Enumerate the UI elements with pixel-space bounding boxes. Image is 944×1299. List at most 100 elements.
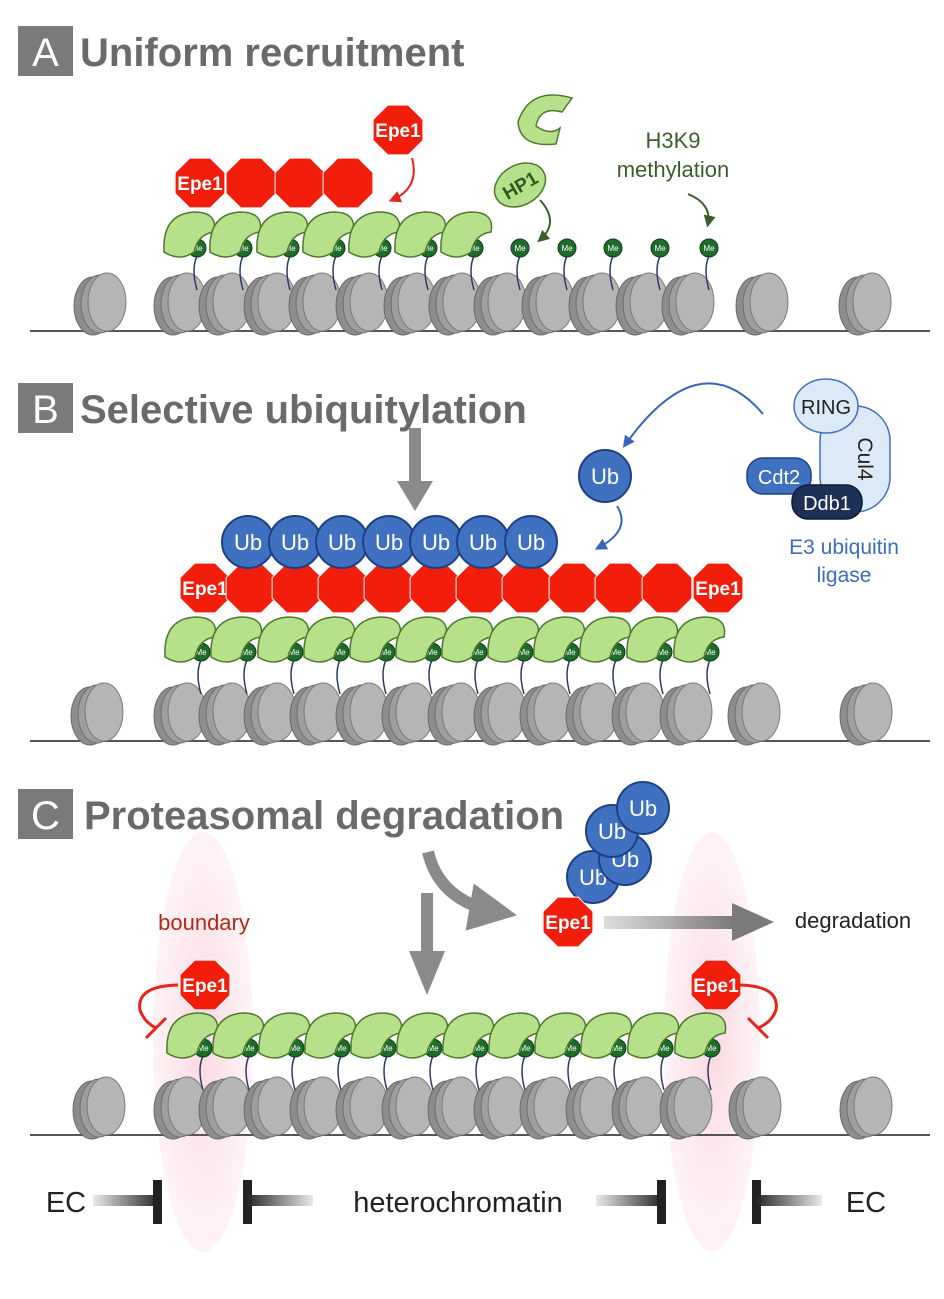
methylation-arrow — [687, 193, 716, 228]
nucleosome — [568, 272, 622, 336]
epe1-a-4 — [322, 157, 374, 209]
nucleosome — [243, 682, 297, 746]
epe1-free-a: Epe1 — [372, 104, 424, 156]
epe1-label: Epe1 — [182, 579, 228, 600]
nucleosome — [289, 1076, 343, 1140]
ub-transfer-arrow — [622, 382, 764, 448]
hp1-molecule — [674, 1012, 727, 1059]
nucleosome — [839, 1076, 893, 1140]
nucleosome — [565, 1076, 619, 1140]
hp1-molecule — [394, 211, 447, 258]
nucleosome — [727, 682, 781, 746]
nucleosome — [473, 682, 527, 746]
hp1-molecule — [209, 211, 262, 258]
down-arrow-c — [409, 893, 445, 995]
nucleosome — [611, 1076, 665, 1140]
nucleosome — [289, 682, 343, 746]
ub-chain-label-4: Ub — [629, 796, 657, 821]
panel-a-letter-box — [18, 26, 73, 76]
ub-label: Ub — [375, 530, 403, 555]
ub-molecule: Ub — [456, 515, 510, 569]
panel-a-title: Uniform recruitment — [80, 31, 465, 75]
h3k9-label-line2: methylation — [617, 157, 730, 182]
nucleosome — [335, 1076, 389, 1140]
epe1-label: Epe1 — [182, 976, 228, 997]
me-label: Me — [564, 648, 576, 657]
ub-free-label: Ub — [591, 464, 619, 489]
me-label: Me — [514, 244, 526, 253]
nucleosome — [383, 272, 437, 336]
hp1-row-c — [166, 1012, 727, 1059]
epe1-free: Epe1 — [372, 104, 424, 156]
epe1-b: Epe1 — [179, 562, 231, 614]
nucleosome — [611, 682, 665, 746]
inhibit-right-curve — [739, 983, 778, 1030]
ub-label: Ub — [517, 530, 545, 555]
nucleosome — [839, 682, 893, 746]
inhibit-left-bar — [144, 1016, 168, 1040]
nucleosome — [661, 272, 715, 336]
ddb1-shape — [791, 484, 863, 520]
het-left-bar — [248, 1195, 313, 1206]
nucleosome — [659, 682, 713, 746]
ring-label: RING — [801, 397, 851, 419]
curved-arrow-to-epe1 — [422, 850, 517, 931]
hp1-free-icon — [517, 94, 574, 146]
degradation-arrow — [604, 903, 774, 941]
epe1-b — [225, 562, 277, 614]
ub-molecule: Ub — [504, 515, 558, 569]
nucleosome — [519, 682, 573, 746]
me-label: Me — [380, 648, 392, 657]
epe1-label: Epe1 — [545, 913, 591, 934]
ub-label: Ub — [281, 530, 309, 555]
e3-label-line2: ligase — [817, 564, 872, 587]
ub-label: Ub — [328, 530, 356, 555]
nucleosome — [243, 272, 297, 336]
cul4-label: Cul4 — [853, 437, 876, 481]
nucleosome — [153, 272, 207, 336]
nucleosome — [473, 1076, 527, 1140]
epe1-b — [409, 562, 461, 614]
epe1-boundary-right: Epe1 — [690, 959, 742, 1011]
epe1-a-3 — [274, 157, 326, 209]
panel-c-letter-box — [18, 789, 73, 839]
het-right-bar — [596, 1195, 661, 1206]
hp1-molecule — [348, 211, 401, 258]
nucleosome — [198, 272, 252, 336]
hp1-labelled: HP1 — [493, 162, 547, 208]
me-label: Me — [704, 648, 716, 657]
panel-b-title: Selective ubiquitylation — [80, 388, 527, 432]
nucleosome — [72, 1076, 126, 1140]
nucleosome — [335, 682, 389, 746]
nucleosome — [198, 682, 252, 746]
me-label: Me — [426, 648, 438, 657]
me-mark: Me — [510, 238, 530, 291]
me-label: Me — [473, 1044, 485, 1053]
epe1-b — [271, 562, 323, 614]
boundary-label: boundary — [158, 910, 250, 935]
hp1-molecule — [440, 211, 493, 258]
heterochromatin-label: heterochromatin — [353, 1187, 563, 1219]
me-label: Me — [518, 648, 530, 657]
nucleosome — [838, 272, 892, 336]
hp1-molecule — [256, 211, 309, 258]
hp1-row-b — [164, 616, 726, 663]
me-label: Me — [427, 1044, 439, 1053]
epe1-recruit-arrow — [388, 157, 415, 203]
me-label: Me — [243, 1044, 255, 1053]
ring-shape — [793, 378, 859, 434]
me-label: Me — [191, 244, 203, 253]
panel-b-letter-box — [18, 383, 73, 433]
epe1-boundary: Epe1 — [179, 959, 231, 1011]
me-label: Me — [611, 1044, 623, 1053]
me-label: Me — [289, 1044, 301, 1053]
epe1-label: Epe1 — [375, 121, 421, 142]
nucleosome — [73, 272, 127, 336]
nucleosome — [288, 272, 342, 336]
me-label: Me — [657, 648, 669, 657]
degradation-label: degradation — [795, 908, 911, 933]
ub-molecule: Ub — [268, 515, 322, 569]
